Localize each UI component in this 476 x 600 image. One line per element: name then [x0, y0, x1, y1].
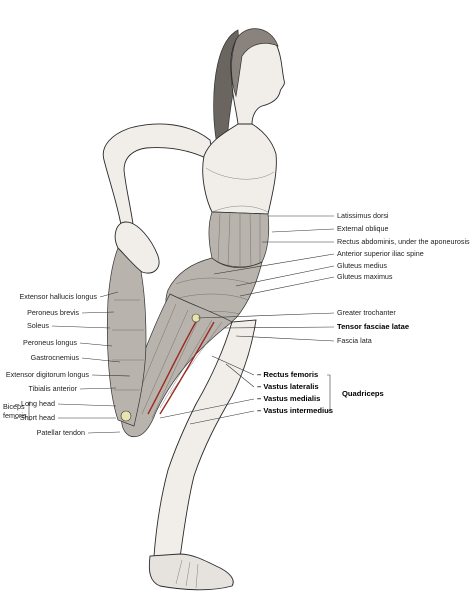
label-rectus-femoris: – Rectus femoris	[257, 370, 318, 379]
shoe-stripes	[175, 559, 199, 589]
label-femoris: femoris	[3, 411, 27, 420]
abdomen-hatching	[217, 213, 261, 268]
label-greater-trochanter: Greater trochanter	[337, 308, 396, 317]
label-extensor-hallucis-longus: Extensor hallucis longus	[19, 292, 97, 301]
label-extensor-digitorum-longus: Extensor digitorum longus	[6, 370, 90, 379]
label-peroneus-longus: Peroneus longus	[23, 338, 77, 347]
label-gluteus-medius: Gluteus medius	[337, 261, 387, 270]
knee-marker	[120, 410, 132, 422]
calf-hatching	[112, 299, 144, 391]
label-gluteus-maximus: Gluteus maximus	[337, 272, 393, 281]
label-short-head: – Short head	[14, 413, 55, 422]
thigh-hatching	[133, 303, 223, 419]
label-external-oblique: External oblique	[337, 224, 389, 233]
label-latissimus-dorsi: Latissimus dorsi	[337, 211, 389, 220]
label-patellar-tendon: Patellar tendon	[37, 428, 85, 437]
label-vastus-medialis: – Vastus medialis	[257, 394, 320, 403]
vastus-highlight	[159, 321, 215, 415]
label-tensor-fasciae-latae: Tensor fasciae latae	[337, 322, 409, 331]
label-quadriceps: Quadriceps	[342, 389, 384, 398]
label-tibialis-anterior: Tibialis anterior	[29, 384, 78, 393]
label-vastus-lateralis: – Vastus lateralis	[257, 382, 319, 391]
label-biceps: Biceps	[3, 402, 25, 411]
abdomen	[208, 211, 270, 268]
label-fascia-lata: Fascia lata	[337, 336, 372, 345]
hair	[231, 28, 279, 98]
raised-foot	[114, 221, 160, 274]
label-soleus: Soleus	[27, 321, 49, 330]
label-rectus-abdominis: Rectus abdominis, under the aponeurosis	[337, 237, 470, 246]
label-long-head: – Long head	[15, 399, 55, 408]
rectus-femoris-highlight	[147, 317, 199, 415]
shoe	[148, 553, 234, 591]
label-vastus-intermedius: – Vastus intermedius	[257, 406, 333, 415]
label-peroneus-brevis: Peroneus brevis	[27, 308, 79, 317]
label-gastrocnemius: Gastrocnemius	[31, 353, 80, 362]
label-anterior-superior-iliac-spine: Anterior superior iliac spine	[337, 249, 424, 258]
